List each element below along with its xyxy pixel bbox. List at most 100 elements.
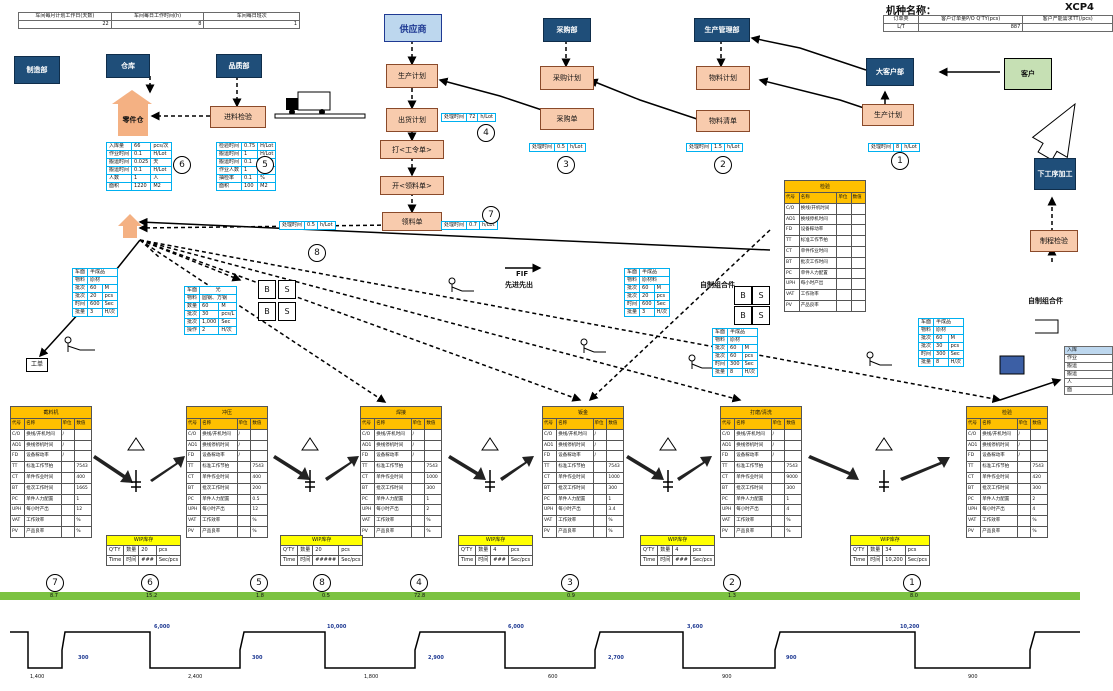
cell: 换线停机时间 [556, 439, 594, 452]
cell: VAT [784, 289, 800, 301]
cell [410, 471, 426, 484]
cell: 1 [131, 174, 152, 183]
cell [592, 482, 608, 495]
cell [770, 515, 786, 527]
warehouse-label: 仓库 [121, 62, 135, 70]
prod-plan-customer[interactable]: 生产计划 [862, 104, 914, 126]
header-value: 8 [110, 20, 205, 29]
purchase-plan[interactable]: 采购计划 [540, 66, 594, 90]
material-list[interactable]: 物料清单 [696, 110, 750, 132]
cell [60, 461, 76, 473]
ship-plan[interactable]: 出货计划 [386, 108, 438, 132]
tool-label-box: 工单 [26, 358, 48, 372]
cell: 批次 [183, 310, 201, 319]
cell: / [60, 450, 76, 463]
step-circle: 7 [482, 206, 500, 224]
final-inspection[interactable]: 制程检验 [1030, 230, 1078, 252]
purchase-order[interactable]: 采购单 [540, 108, 594, 130]
cell: 搬运时间 [215, 150, 243, 159]
cell: 人 [150, 174, 172, 183]
cell: 单件作业时间 [200, 471, 238, 484]
cell: / [770, 439, 786, 452]
timeline-nva-value: 300 [78, 655, 89, 661]
cell: 时间 [123, 555, 140, 566]
cell: AD1 [965, 439, 982, 452]
timeline-nva-value: 900 [786, 655, 797, 661]
cell: TT [541, 461, 558, 473]
wip-title: WIP库存 [105, 535, 182, 546]
material-plan[interactable]: 物料计划 [696, 66, 750, 90]
key-account-dept[interactable]: 大客户部 [866, 58, 914, 86]
header-value: 1 [203, 20, 300, 29]
raw-warehouse[interactable]: 零件仓 [118, 104, 148, 136]
cell: 9000 [784, 471, 802, 484]
cell: 换线/开机时间 [734, 428, 772, 441]
customer-box[interactable]: 客户 [1004, 58, 1052, 90]
incoming-inspection[interactable]: 进料检验 [210, 106, 266, 128]
work-order[interactable]: 打<工令单> [380, 140, 444, 159]
cell: 数值 [74, 418, 92, 430]
cell [836, 289, 852, 301]
picking-form[interactable]: 领料单 [382, 212, 442, 231]
issue-form[interactable]: 开<领料单> [380, 176, 444, 195]
cell: 换线停机时间 [24, 439, 62, 452]
cell: 1 [241, 166, 259, 175]
cell [770, 493, 786, 506]
cell: 标准工作节拍 [980, 461, 1018, 473]
b-letter: B [264, 285, 270, 294]
cell: CT [359, 471, 376, 484]
cell: / [770, 428, 786, 441]
cell [606, 450, 624, 463]
cell: 抽检率 [215, 174, 243, 183]
cell: / [410, 439, 426, 452]
next-process-dept[interactable]: 下工序加工 [1034, 158, 1076, 190]
cell: 单件人力配置 [374, 493, 412, 506]
fifo-subtitle: 先进先出 [505, 281, 533, 289]
cell: pcs [947, 342, 965, 351]
cell [410, 504, 426, 517]
cell: Time [457, 555, 477, 566]
cell [424, 439, 442, 452]
cell: 数量 [297, 545, 314, 556]
cell: PV [9, 525, 26, 538]
quality-dept[interactable]: 品质部 [216, 54, 262, 78]
flow-label: 采购单 [556, 115, 578, 123]
model-name-value: XCP4 [1065, 2, 1094, 13]
cell: 面积 [215, 182, 243, 191]
cell: VAT [9, 515, 26, 527]
manufacturing-dept[interactable]: 制造部 [14, 56, 60, 84]
bottom-step-circle: 1 [903, 574, 921, 592]
cell: 工作效率 [556, 515, 594, 527]
cell: 1000 [424, 471, 442, 484]
proc-time-label: 处理时间 [278, 221, 306, 230]
cell: 单位 [770, 418, 786, 430]
cell: 数量 [123, 545, 140, 556]
purchasing-dept[interactable]: 采购部 [543, 18, 591, 42]
cell: CT [784, 245, 800, 258]
bottom-step-circle: 6 [141, 574, 159, 592]
prod-plan-supplier[interactable]: 生产计划 [386, 64, 438, 88]
supplier-box[interactable]: 供应商 [384, 14, 442, 42]
warehouse-dept[interactable]: 仓库 [106, 54, 150, 78]
cell: 批次工作时间 [24, 482, 62, 495]
cell: 名称 [798, 192, 838, 204]
cell: 600 [639, 300, 655, 309]
cell: TT [784, 235, 800, 247]
flow-label: 领料单 [401, 217, 423, 226]
cell: 单件人力配置 [734, 493, 772, 506]
header-value: 22 [18, 20, 112, 29]
cell: TT [719, 461, 736, 473]
cell: 半成品 [87, 268, 119, 277]
production-mgmt-dept[interactable]: 生产管理部 [694, 18, 750, 42]
cell [784, 428, 802, 441]
process-name: 焊接 [360, 406, 442, 419]
cell: 换线停机时间 [374, 439, 412, 452]
cell: / [236, 450, 252, 463]
